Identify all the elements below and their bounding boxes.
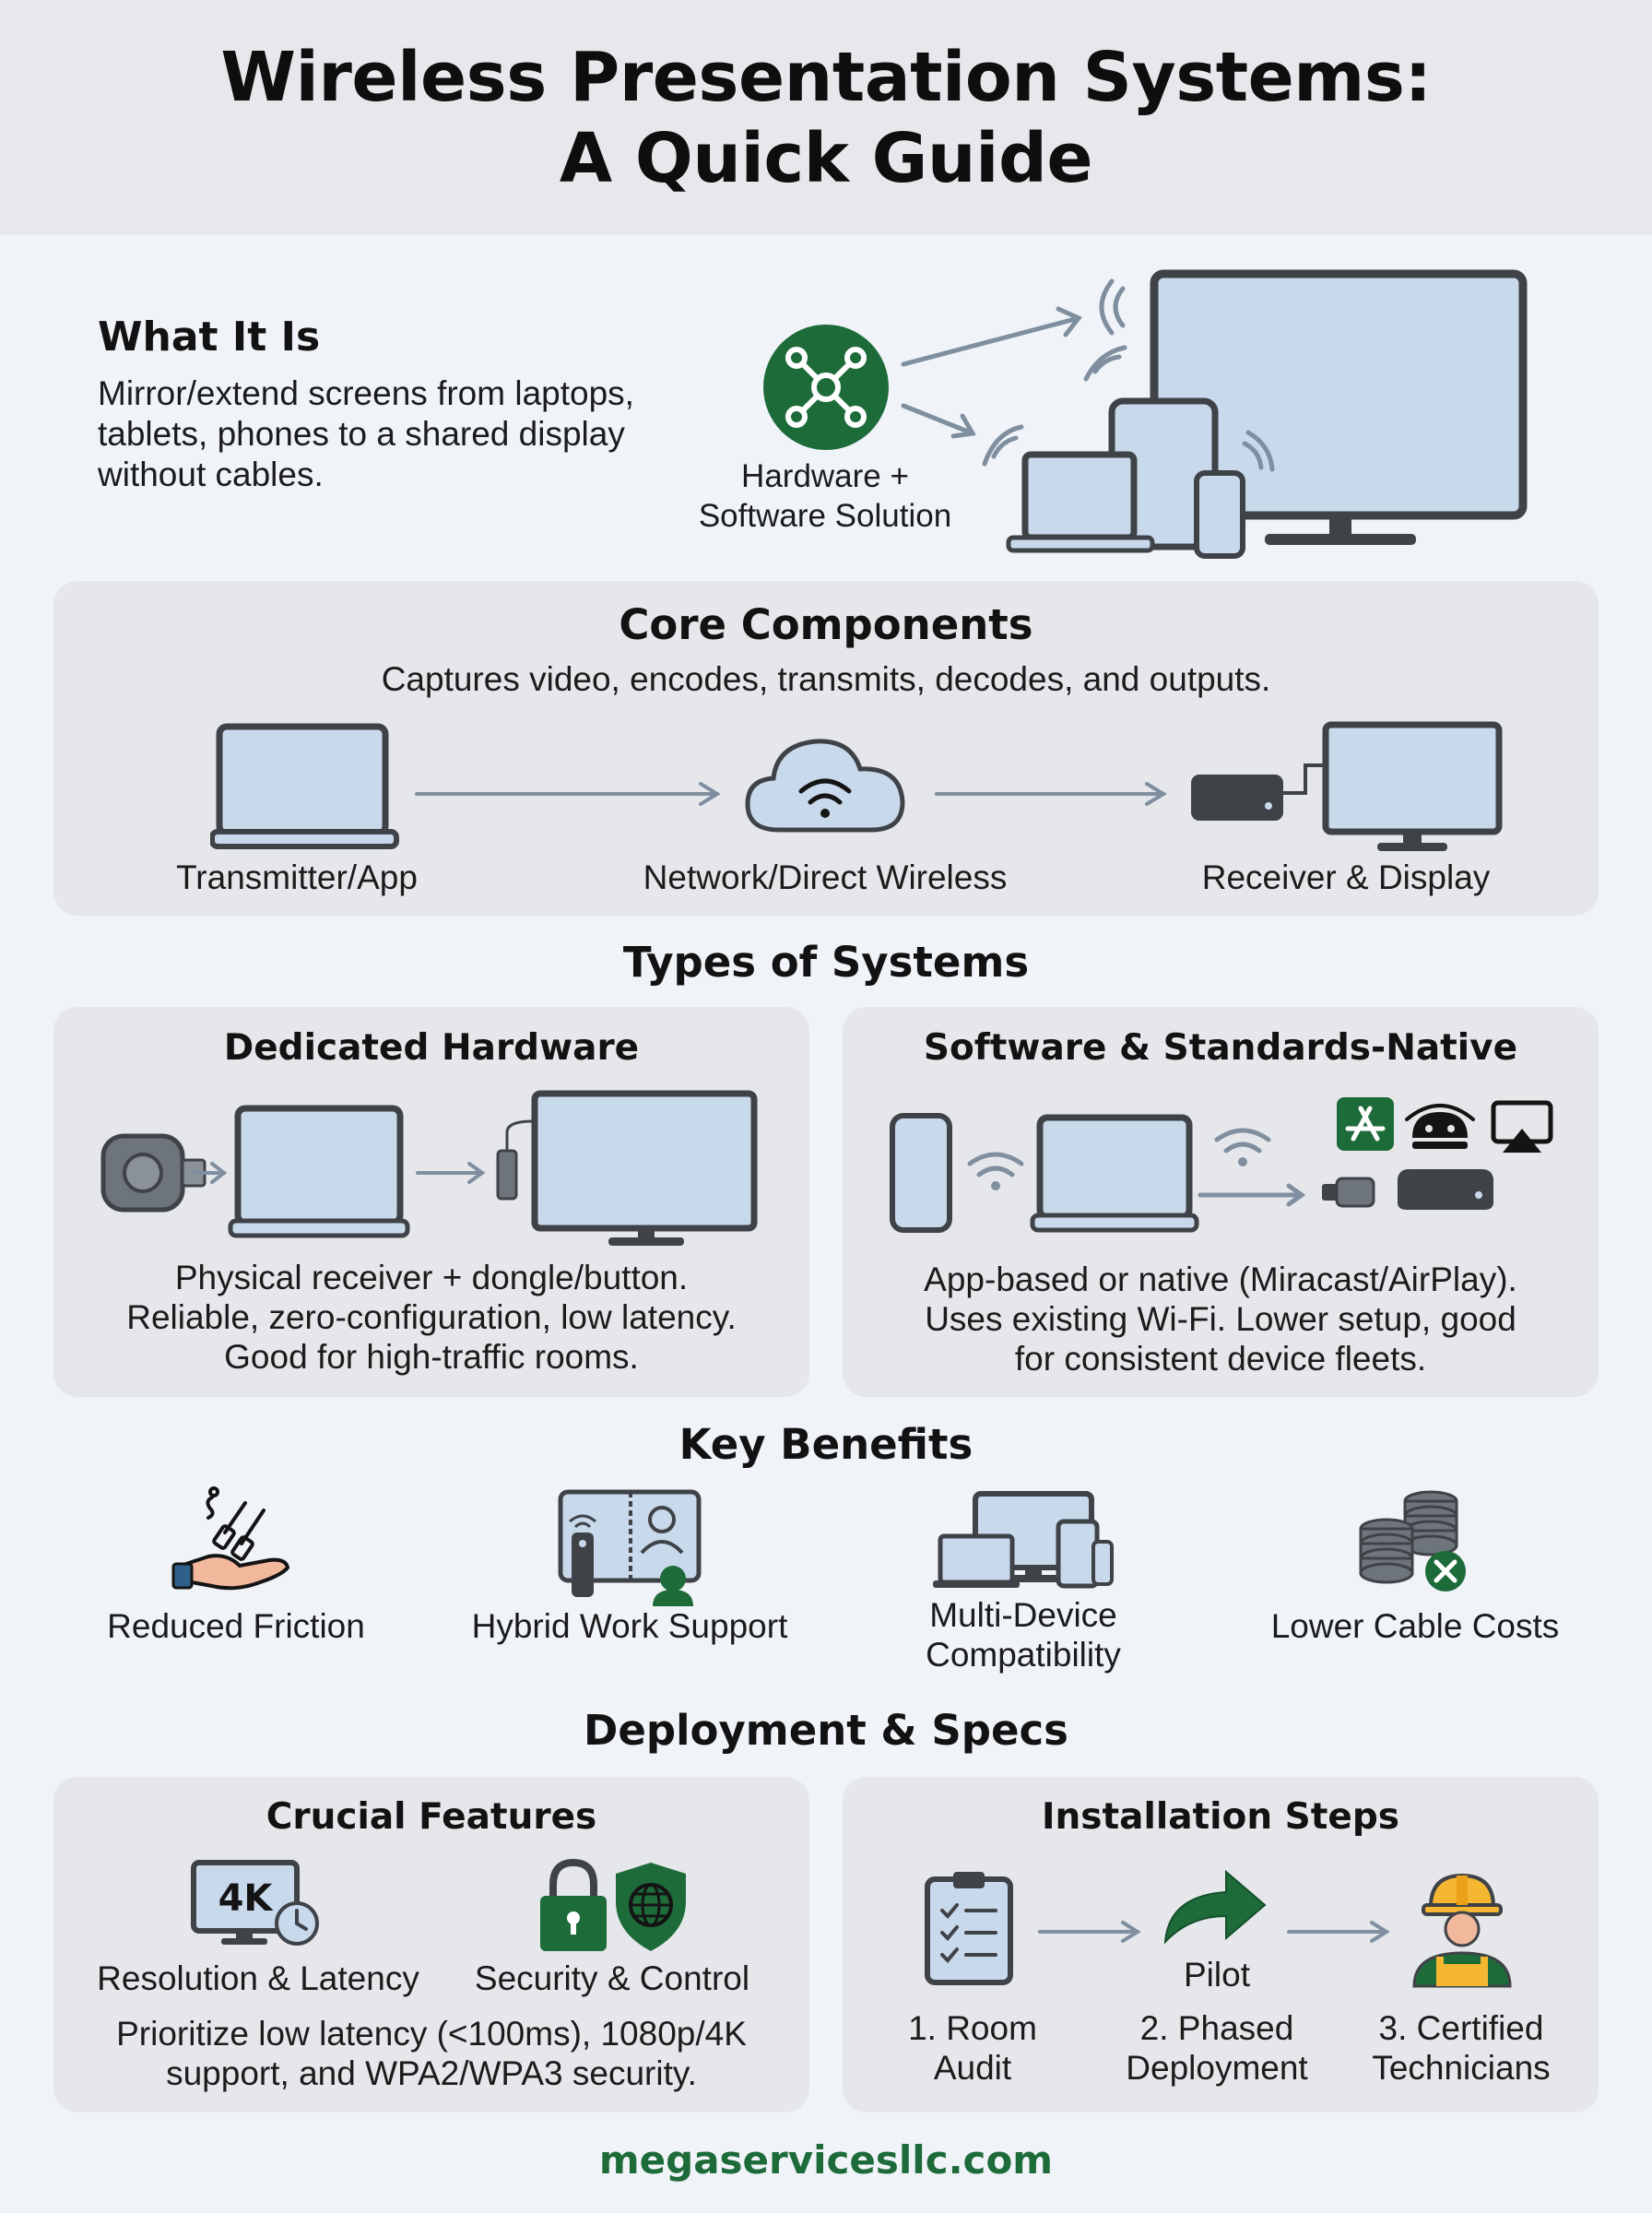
install-step-certified-technicians: 3. Certified Technicians	[1372, 2009, 1551, 2087]
what-it-is-section: What It Is Mirror/extend screens from la…	[98, 314, 669, 495]
lock-shield-icon	[535, 1857, 691, 1955]
cloud-wifi-icon	[742, 730, 908, 841]
arrow-icon	[933, 782, 1169, 806]
step-label-receiver: Receiver & Display	[1201, 858, 1491, 896]
network-hub-icon	[761, 323, 891, 452]
dedicated-hardware-description: Physical receiver + dongle/button. Relia…	[126, 1259, 737, 1376]
crucial-features-card	[53, 1777, 809, 2112]
step-label-transmitter: Transmitter/App	[176, 858, 418, 896]
page-title: Wireless Presentation Systems: A Quick G…	[220, 37, 1432, 198]
what-it-is-heading: What It Is	[98, 314, 321, 361]
dedicated-hardware-title: Dedicated Hardware	[223, 1027, 640, 1069]
software-native-description: App-based or native (Miracast/AirPlay). …	[924, 1260, 1517, 1378]
benefit-lower-cable-costs: Lower Cable Costs	[1270, 1607, 1560, 1645]
core-components-subtitle: Captures video, encodes, transmits, deco…	[381, 660, 1271, 698]
cable-cost-coins-icon	[1355, 1486, 1475, 1597]
what-it-is-description: Mirror/extend screens from laptops, tabl…	[98, 374, 634, 493]
install-step-phased-deployment: 2. Phased Deployment	[1126, 2009, 1308, 2087]
devices-to-display-illustration	[894, 263, 1567, 567]
curved-arrow-icon	[1162, 1868, 1268, 1944]
software-native-illustration	[885, 1088, 1567, 1236]
step-label-network: Network/Direct Wireless	[643, 858, 1008, 896]
dedicated-hardware-illustration	[100, 1084, 763, 1250]
installation-steps-title: Installation Steps	[1042, 1796, 1399, 1838]
technician-worker-icon	[1407, 1868, 1517, 1990]
deployment-heading: Deployment & Specs	[584, 1706, 1068, 1755]
arrow-icon	[1285, 1920, 1392, 1944]
arrow-icon	[1036, 1920, 1143, 1944]
footer-website-link[interactable]: megaservicesllc.com	[598, 2137, 1054, 2183]
transmitter-laptop-icon	[210, 721, 400, 852]
multi-device-icon	[931, 1488, 1115, 1590]
types-heading: Types of Systems	[622, 938, 1030, 987]
hand-cables-icon	[171, 1486, 301, 1597]
pilot-label: Pilot	[1184, 1956, 1250, 1994]
feature-resolution-latency: Resolution & Latency	[97, 1959, 419, 1997]
benefits-heading: Key Benefits	[678, 1420, 974, 1469]
page-header: Wireless Presentation Systems: A Quick G…	[0, 0, 1652, 235]
hybrid-work-icon	[557, 1486, 704, 1606]
arrow-icon	[413, 782, 723, 806]
receiver-display-icon	[1187, 719, 1506, 858]
feature-security-control: Security & Control	[474, 1959, 750, 1997]
4k-monitor-clock-icon: 4K	[190, 1859, 323, 1951]
features-note: Prioritize low latency (<100ms), 1080p/4…	[116, 2015, 747, 2092]
hub-label: Hardware + Software Solution	[698, 458, 952, 534]
benefit-reduced-friction: Reduced Friction	[107, 1607, 365, 1645]
benefit-hybrid-work: Hybrid Work Support	[471, 1607, 788, 1645]
install-step-room-audit: 1. Room Audit	[908, 2009, 1037, 2087]
software-native-title: Software & Standards-Native	[923, 1027, 1518, 1069]
benefit-multi-device: Multi-Device Compatibility	[926, 1596, 1121, 1674]
4k-badge: 4K	[218, 1877, 275, 1920]
core-components-heading: Core Components	[619, 600, 1033, 649]
crucial-features-title: Crucial Features	[266, 1796, 597, 1838]
clipboard-checklist-icon	[924, 1868, 1016, 1986]
